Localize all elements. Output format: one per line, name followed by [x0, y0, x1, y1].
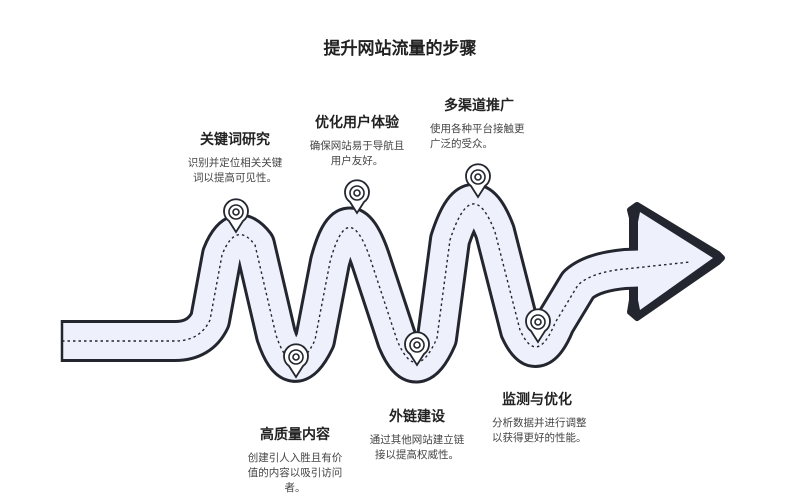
step-monitor: 监测与优化 分析数据并进行调整 以获得更好的性能。 [492, 389, 622, 446]
step-promotion: 多渠道推广 使用各种平台接触更 广泛的受众。 [430, 95, 560, 152]
pin-monitor [525, 308, 551, 344]
pin-keyword [223, 198, 249, 234]
step-backlinks-title: 外链建设 [389, 409, 445, 425]
pin-content [283, 343, 309, 379]
step-monitor-desc: 分析数据并进行调整 以获得更好的性能。 [492, 417, 587, 444]
step-monitor-title: 监测与优化 [502, 392, 572, 408]
step-ux-desc: 确保网站易于导航且 用户友好。 [309, 140, 405, 167]
step-content: 高质量内容 创建引人入胜且有价 值的内容以吸引访问 者。 [236, 424, 354, 496]
step-ux-title: 优化用户体验 [315, 115, 399, 131]
step-ux: 优化用户体验 确保网站易于导航且 用户友好。 [298, 112, 416, 169]
step-keyword-desc: 识别并定位相关关键 词以提高可见性。 [187, 157, 283, 184]
pin-ux [344, 179, 370, 215]
step-promotion-title: 多渠道推广 [444, 98, 514, 114]
road-center-line [62, 203, 691, 364]
road-arrowhead [638, 212, 713, 310]
pin-backlinks [404, 331, 430, 367]
step-promotion-desc: 使用各种平台接触更 广泛的受众。 [430, 123, 525, 150]
pin-promotion [465, 163, 491, 199]
step-content-title: 高质量内容 [260, 427, 330, 443]
step-backlinks-desc: 通过其他网站建立链 接以提高权威性。 [369, 434, 465, 461]
diagram-title: 提升网站流量的步骤 [323, 39, 477, 59]
step-content-desc: 创建引人入胜且有价 值的内容以吸引访问 者。 [247, 452, 343, 494]
step-keyword-title: 关键词研究 [200, 132, 270, 148]
step-keyword: 关键词研究 识别并定位相关关键 词以提高可见性。 [176, 129, 294, 186]
step-backlinks: 外链建设 通过其他网站建立链 接以提高权威性。 [358, 406, 476, 463]
